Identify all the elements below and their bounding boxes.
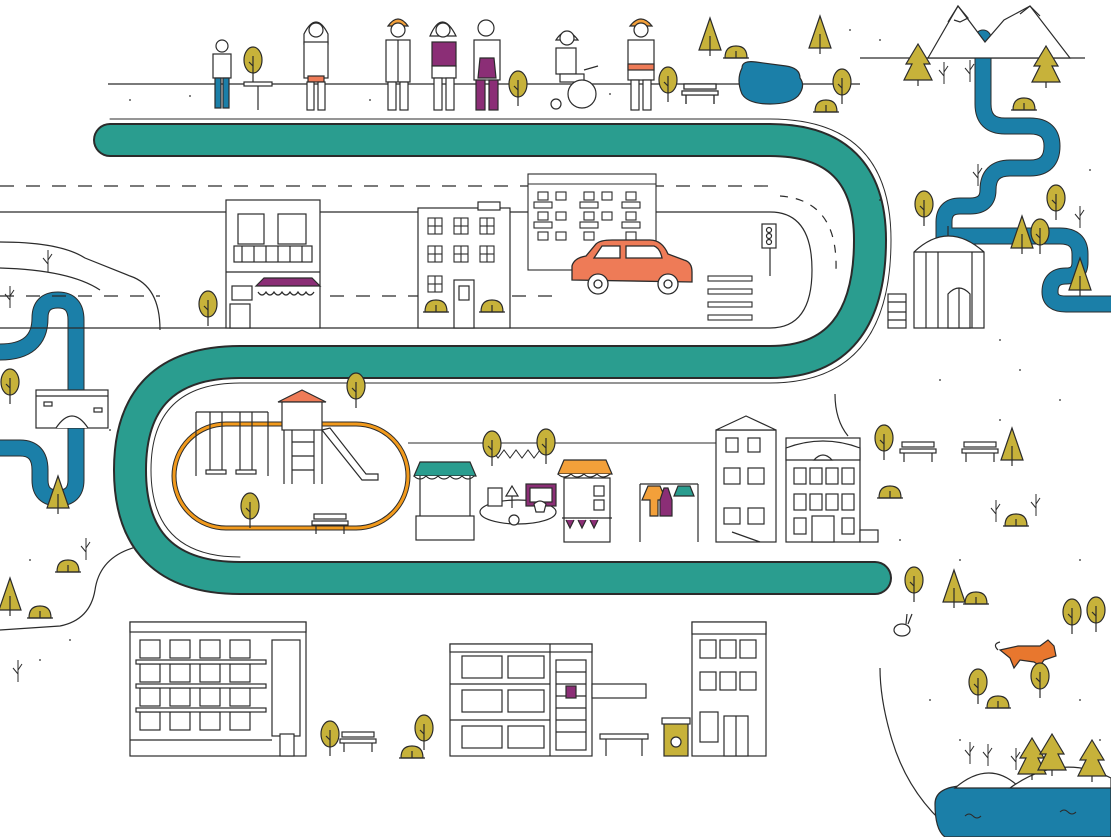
bench-icon (311, 513, 349, 535)
tree-icon (346, 372, 366, 409)
tree-icon (240, 492, 260, 529)
person-woman (303, 21, 329, 111)
person-wheelchair (550, 30, 599, 110)
person-worker (627, 18, 655, 111)
market-bunting (408, 442, 716, 459)
apartment-block-middle (449, 643, 647, 757)
market-stall-orange (557, 459, 613, 543)
market-stall-teal (413, 461, 477, 541)
clothes-rack (639, 483, 699, 542)
rabbit-icon (893, 613, 913, 637)
car-icon (571, 239, 693, 295)
person-worker (385, 18, 411, 111)
pond-top (738, 61, 804, 105)
people-group (212, 18, 719, 111)
stone-bridge (35, 389, 109, 429)
antique-table (479, 483, 557, 526)
picnic-table (599, 733, 649, 756)
shop-building (225, 199, 322, 329)
person-man-apron (473, 19, 501, 111)
townhouse-right (785, 437, 879, 543)
slide-tower (277, 389, 379, 484)
river-left (0, 291, 85, 507)
townhouse-left (715, 415, 777, 543)
main-road-loop (93, 118, 892, 595)
lake (934, 766, 1111, 837)
recycle-bin-icon (661, 717, 691, 757)
traffic-light-icon (761, 223, 777, 276)
crosswalk (707, 275, 753, 321)
ground-texture (29, 29, 1101, 741)
mountain-icon (926, 4, 1072, 59)
river-right (935, 29, 1111, 313)
swing-set (195, 411, 269, 476)
greenhouse (887, 226, 985, 329)
apartment-block-right (691, 621, 767, 757)
fox-icon (994, 639, 1057, 670)
person-boy (212, 39, 232, 109)
person-woman-glasses (429, 21, 457, 111)
apartment-block-large (129, 621, 307, 757)
